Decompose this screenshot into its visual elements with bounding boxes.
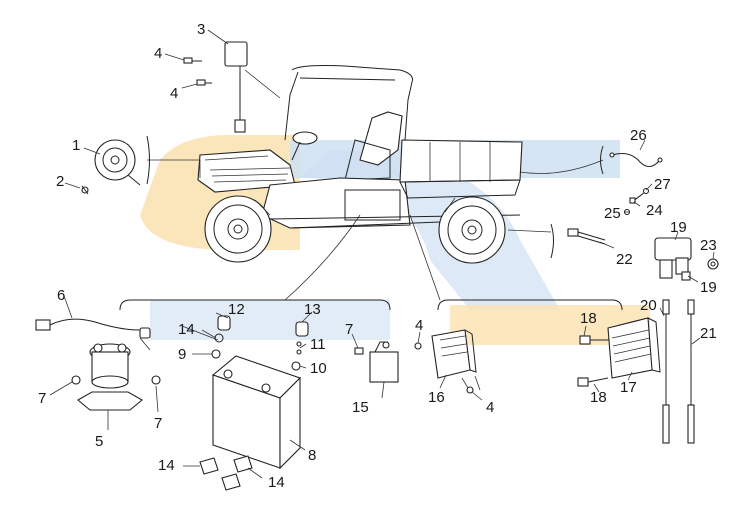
callout-23: 23 xyxy=(700,237,717,254)
callout-3: 3 xyxy=(197,21,205,38)
callout-19b: 19 xyxy=(700,279,717,296)
callout-19a: 19 xyxy=(670,219,687,236)
callout-4c: 4 xyxy=(415,317,423,334)
callout-14b: 14 xyxy=(158,457,175,474)
callout-21: 21 xyxy=(700,325,717,342)
leader-lines xyxy=(49,29,715,479)
callout-1: 1 xyxy=(72,137,80,154)
callout-5: 5 xyxy=(95,433,103,450)
voltage-regulator-17 xyxy=(607,317,661,379)
battery-pads-14 xyxy=(199,455,253,491)
callout-22: 22 xyxy=(616,251,633,268)
callout-8: 8 xyxy=(308,447,316,464)
screw-part xyxy=(81,185,89,195)
callout-11: 11 xyxy=(310,336,326,353)
battery-8 xyxy=(211,355,302,470)
sensor-part xyxy=(224,41,281,133)
utv-vehicle xyxy=(197,65,523,264)
callout-24: 24 xyxy=(646,202,663,219)
bolts-18 xyxy=(577,335,610,387)
callout-4a: 4 xyxy=(154,45,162,62)
callout-26: 26 xyxy=(630,127,647,144)
callout-13: 13 xyxy=(304,301,321,318)
pin-part-22 xyxy=(507,223,606,259)
watermark-blue-arc xyxy=(300,150,560,310)
group-bracket-left xyxy=(119,299,391,311)
small-fasteners-24-25-27 xyxy=(623,187,650,216)
callout-17: 17 xyxy=(620,379,637,396)
ignition-coil-19 xyxy=(654,237,692,281)
callout-7b: 7 xyxy=(154,415,162,432)
watermark-blue-band-bottom xyxy=(150,300,390,340)
callout-9: 9 xyxy=(178,346,186,363)
callout-7c: 7 xyxy=(345,321,353,338)
wire-cable-26 xyxy=(519,145,663,175)
callout-labels: 1 2 3 4 4 4 4 5 6 7 7 7 8 9 10 11 12 13 … xyxy=(38,21,717,491)
callout-15: 15 xyxy=(352,399,369,416)
callout-4d: 4 xyxy=(486,399,494,416)
callout-4b: 4 xyxy=(170,85,178,102)
callout-18a: 18 xyxy=(580,310,597,327)
callout-7a: 7 xyxy=(38,390,46,407)
callout-16: 16 xyxy=(428,389,445,406)
callout-2: 2 xyxy=(56,173,64,190)
bolt-part-top xyxy=(183,57,212,86)
callout-20: 20 xyxy=(640,297,657,314)
callout-12: 12 xyxy=(228,301,245,318)
callout-6: 6 xyxy=(57,287,65,304)
cdi-unit-16 xyxy=(414,329,481,394)
callout-14a: 14 xyxy=(178,321,195,338)
callout-27: 27 xyxy=(654,176,671,193)
group-bracket-right xyxy=(437,299,623,311)
nut-part-23 xyxy=(707,258,719,270)
callout-18b: 18 xyxy=(590,389,607,406)
flasher-relay-15 xyxy=(354,341,399,383)
horn-part xyxy=(94,135,201,186)
starter-relay-5 xyxy=(71,343,161,411)
callout-25: 25 xyxy=(604,205,621,222)
callout-14c: 14 xyxy=(268,474,285,491)
callout-10: 10 xyxy=(310,360,327,377)
spark-plug-wires-20-21 xyxy=(662,299,695,444)
wire-harness-6 xyxy=(35,318,151,351)
